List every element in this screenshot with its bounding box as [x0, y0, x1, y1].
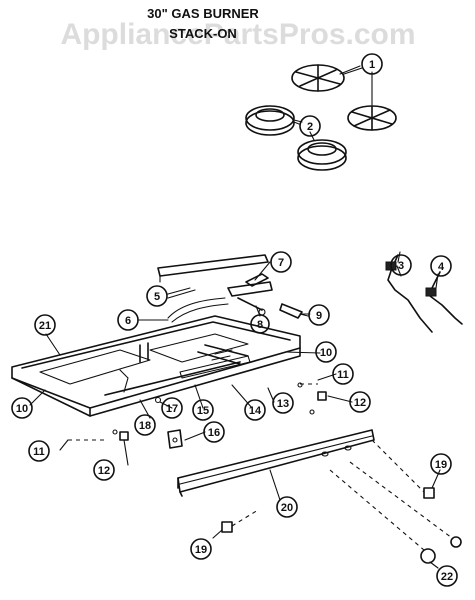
svg-text:3: 3 — [398, 260, 404, 272]
svg-text:18: 18 — [139, 420, 151, 432]
callout-21: 21 — [34, 314, 56, 336]
svg-text:14: 14 — [249, 405, 262, 417]
callout-12-left: 12 — [93, 459, 115, 481]
part-7-valve-bracket — [227, 273, 273, 297]
svg-text:19: 19 — [435, 459, 447, 471]
svg-text:22: 22 — [441, 571, 453, 583]
watermark: AppliancePartsPros.com — [60, 18, 415, 51]
callout-1: 1 — [361, 53, 383, 75]
callout-8: 8 — [250, 314, 270, 334]
callout-9: 9 — [308, 304, 330, 326]
svg-text:8: 8 — [257, 319, 263, 331]
svg-text:11: 11 — [337, 369, 349, 381]
part-6-wires — [167, 297, 229, 323]
part-2-burner-rings — [245, 105, 347, 171]
callout-2: 2 — [299, 115, 321, 137]
svg-text:5: 5 — [154, 291, 160, 303]
svg-text:1: 1 — [369, 59, 375, 71]
part-11-screws — [68, 382, 318, 441]
svg-text:16: 16 — [208, 427, 220, 439]
callout-16: 16 — [203, 421, 225, 443]
callout-3: 3 — [390, 254, 412, 276]
part-3-igniter-wire — [385, 251, 433, 333]
svg-text:10: 10 — [320, 347, 332, 359]
part-8-fitting — [237, 297, 266, 316]
svg-text:12: 12 — [98, 465, 110, 477]
callout-5: 5 — [146, 285, 168, 307]
diagram-title-line2: STACK-ON — [169, 26, 237, 41]
svg-text:2: 2 — [307, 121, 313, 133]
callout-7: 7 — [270, 251, 292, 273]
svg-text:20: 20 — [281, 502, 293, 514]
callout-19-left: 19 — [190, 538, 212, 560]
callout-14: 14 — [244, 399, 266, 421]
part-19-screws — [221, 439, 435, 533]
callout-12-right: 12 — [349, 391, 371, 413]
part-5-bracket — [157, 254, 269, 299]
callout-10-left: 10 — [11, 397, 33, 419]
callout-22: 22 — [436, 565, 458, 587]
part-22-washers — [329, 461, 462, 564]
svg-text:15: 15 — [197, 405, 209, 417]
svg-text:13: 13 — [277, 398, 289, 410]
callout-19-right: 19 — [430, 453, 452, 475]
svg-text:12: 12 — [354, 397, 366, 409]
callout-11-left: 11 — [28, 440, 50, 462]
svg-text:6: 6 — [125, 315, 131, 327]
part-21-burner-box — [11, 315, 301, 417]
svg-text:9: 9 — [316, 310, 322, 322]
part-1-burner-caps — [291, 64, 397, 131]
part-20-rail — [177, 429, 375, 497]
part-17-screw — [154, 396, 162, 404]
callout-6: 6 — [117, 309, 139, 331]
callout-10-right: 10 — [315, 341, 337, 363]
callout-15: 15 — [192, 399, 214, 421]
callout-20: 20 — [276, 496, 298, 518]
svg-text:19: 19 — [195, 544, 207, 556]
callout-11-right: 11 — [332, 363, 354, 385]
svg-text:4: 4 — [438, 261, 445, 273]
part-14-15-plates — [179, 355, 251, 379]
svg-text:10: 10 — [16, 403, 28, 415]
callout-4: 4 — [430, 255, 452, 277]
callout-13: 13 — [272, 392, 294, 414]
leader-lines — [29, 65, 441, 569]
svg-text:17: 17 — [166, 403, 178, 415]
callout-18: 18 — [134, 414, 156, 436]
callout-17: 17 — [161, 397, 183, 419]
svg-text:7: 7 — [278, 257, 284, 269]
part-16-valve — [167, 429, 183, 449]
part-4-igniter-wire — [425, 271, 463, 325]
svg-text:21: 21 — [39, 320, 51, 332]
diagram-title-line1: 30" GAS BURNER — [147, 6, 259, 21]
svg-text:11: 11 — [33, 446, 45, 458]
